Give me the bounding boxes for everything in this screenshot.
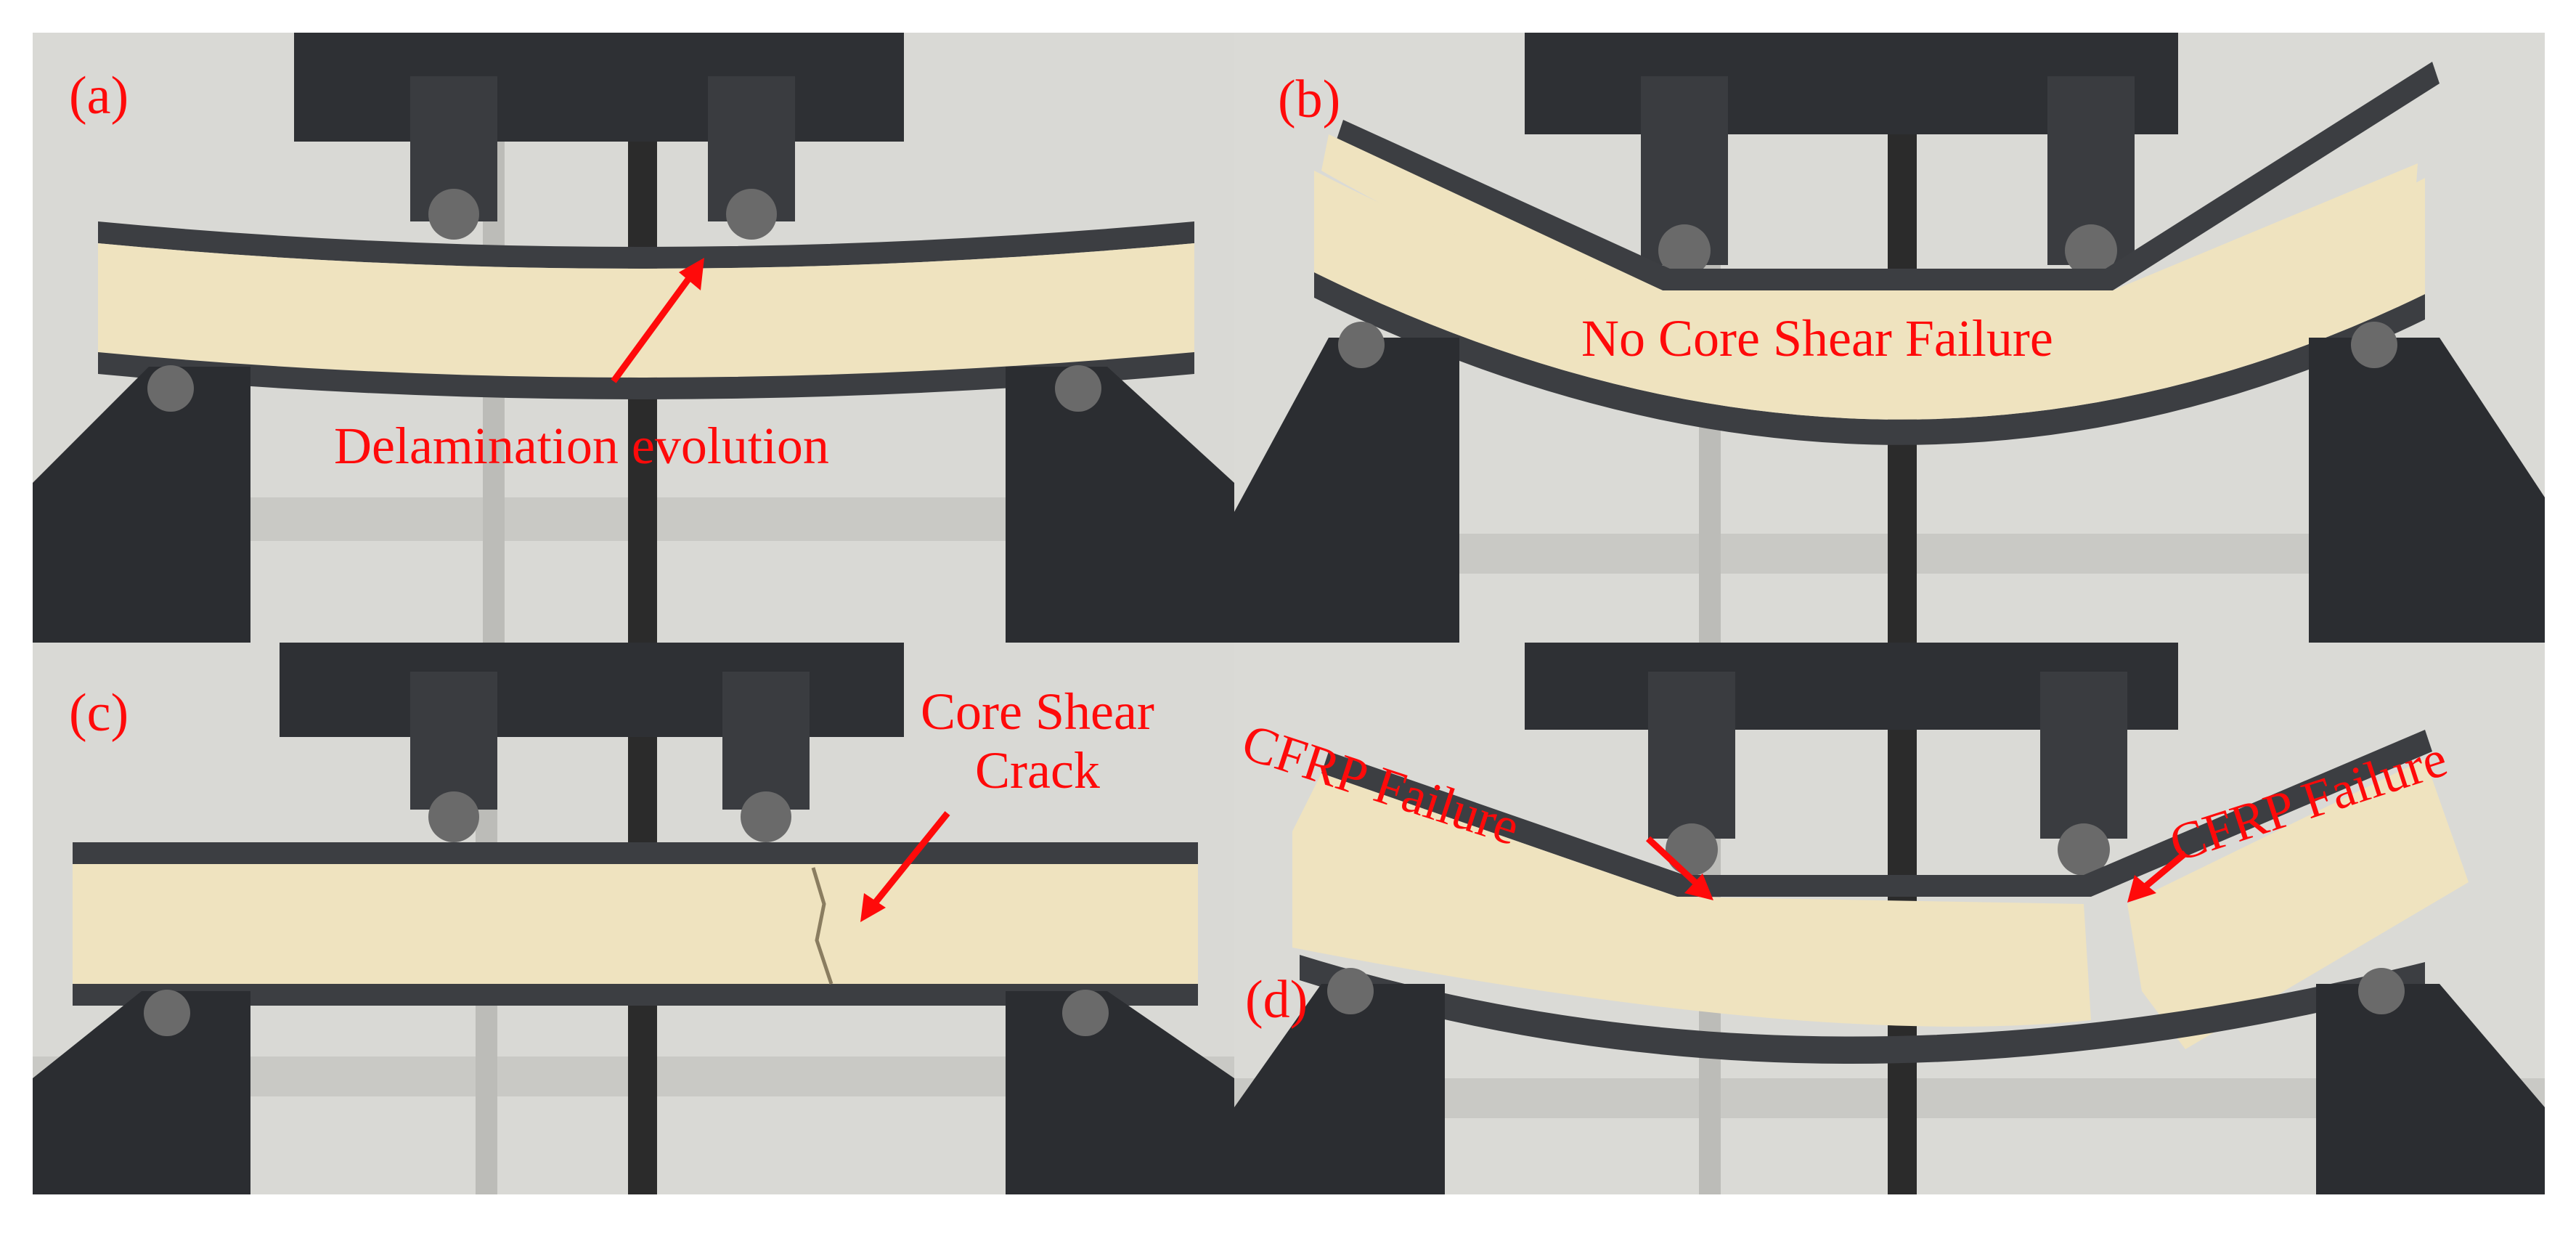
panel-c-photo xyxy=(33,643,1234,1194)
panel-d-photo xyxy=(1234,643,2545,1194)
panel-c-annotation-line-2: Crack xyxy=(974,741,1100,799)
panel-a-annotation: Delamination evolution xyxy=(334,417,829,475)
panel-c-tag: (c) xyxy=(69,683,129,743)
panel-a-tag: (a) xyxy=(69,66,129,126)
panel-a-photo xyxy=(33,33,1234,643)
panel-c-scene xyxy=(33,643,1234,1194)
panel-d-scene xyxy=(1234,643,2545,1194)
panel-b-annotation: No Core Shear Failure xyxy=(1581,309,2053,367)
panel-d-tag: (d) xyxy=(1245,970,1308,1030)
panel-b-scene xyxy=(1234,33,2545,643)
panel-b-tag: (b) xyxy=(1278,70,1341,129)
panel-c-annotation: Core Shear Crack xyxy=(921,683,1154,799)
panel-c-annotation-line-1: Core Shear xyxy=(921,683,1154,741)
panel-a-scene xyxy=(33,33,1234,643)
panel-b-photo xyxy=(1234,33,2545,643)
